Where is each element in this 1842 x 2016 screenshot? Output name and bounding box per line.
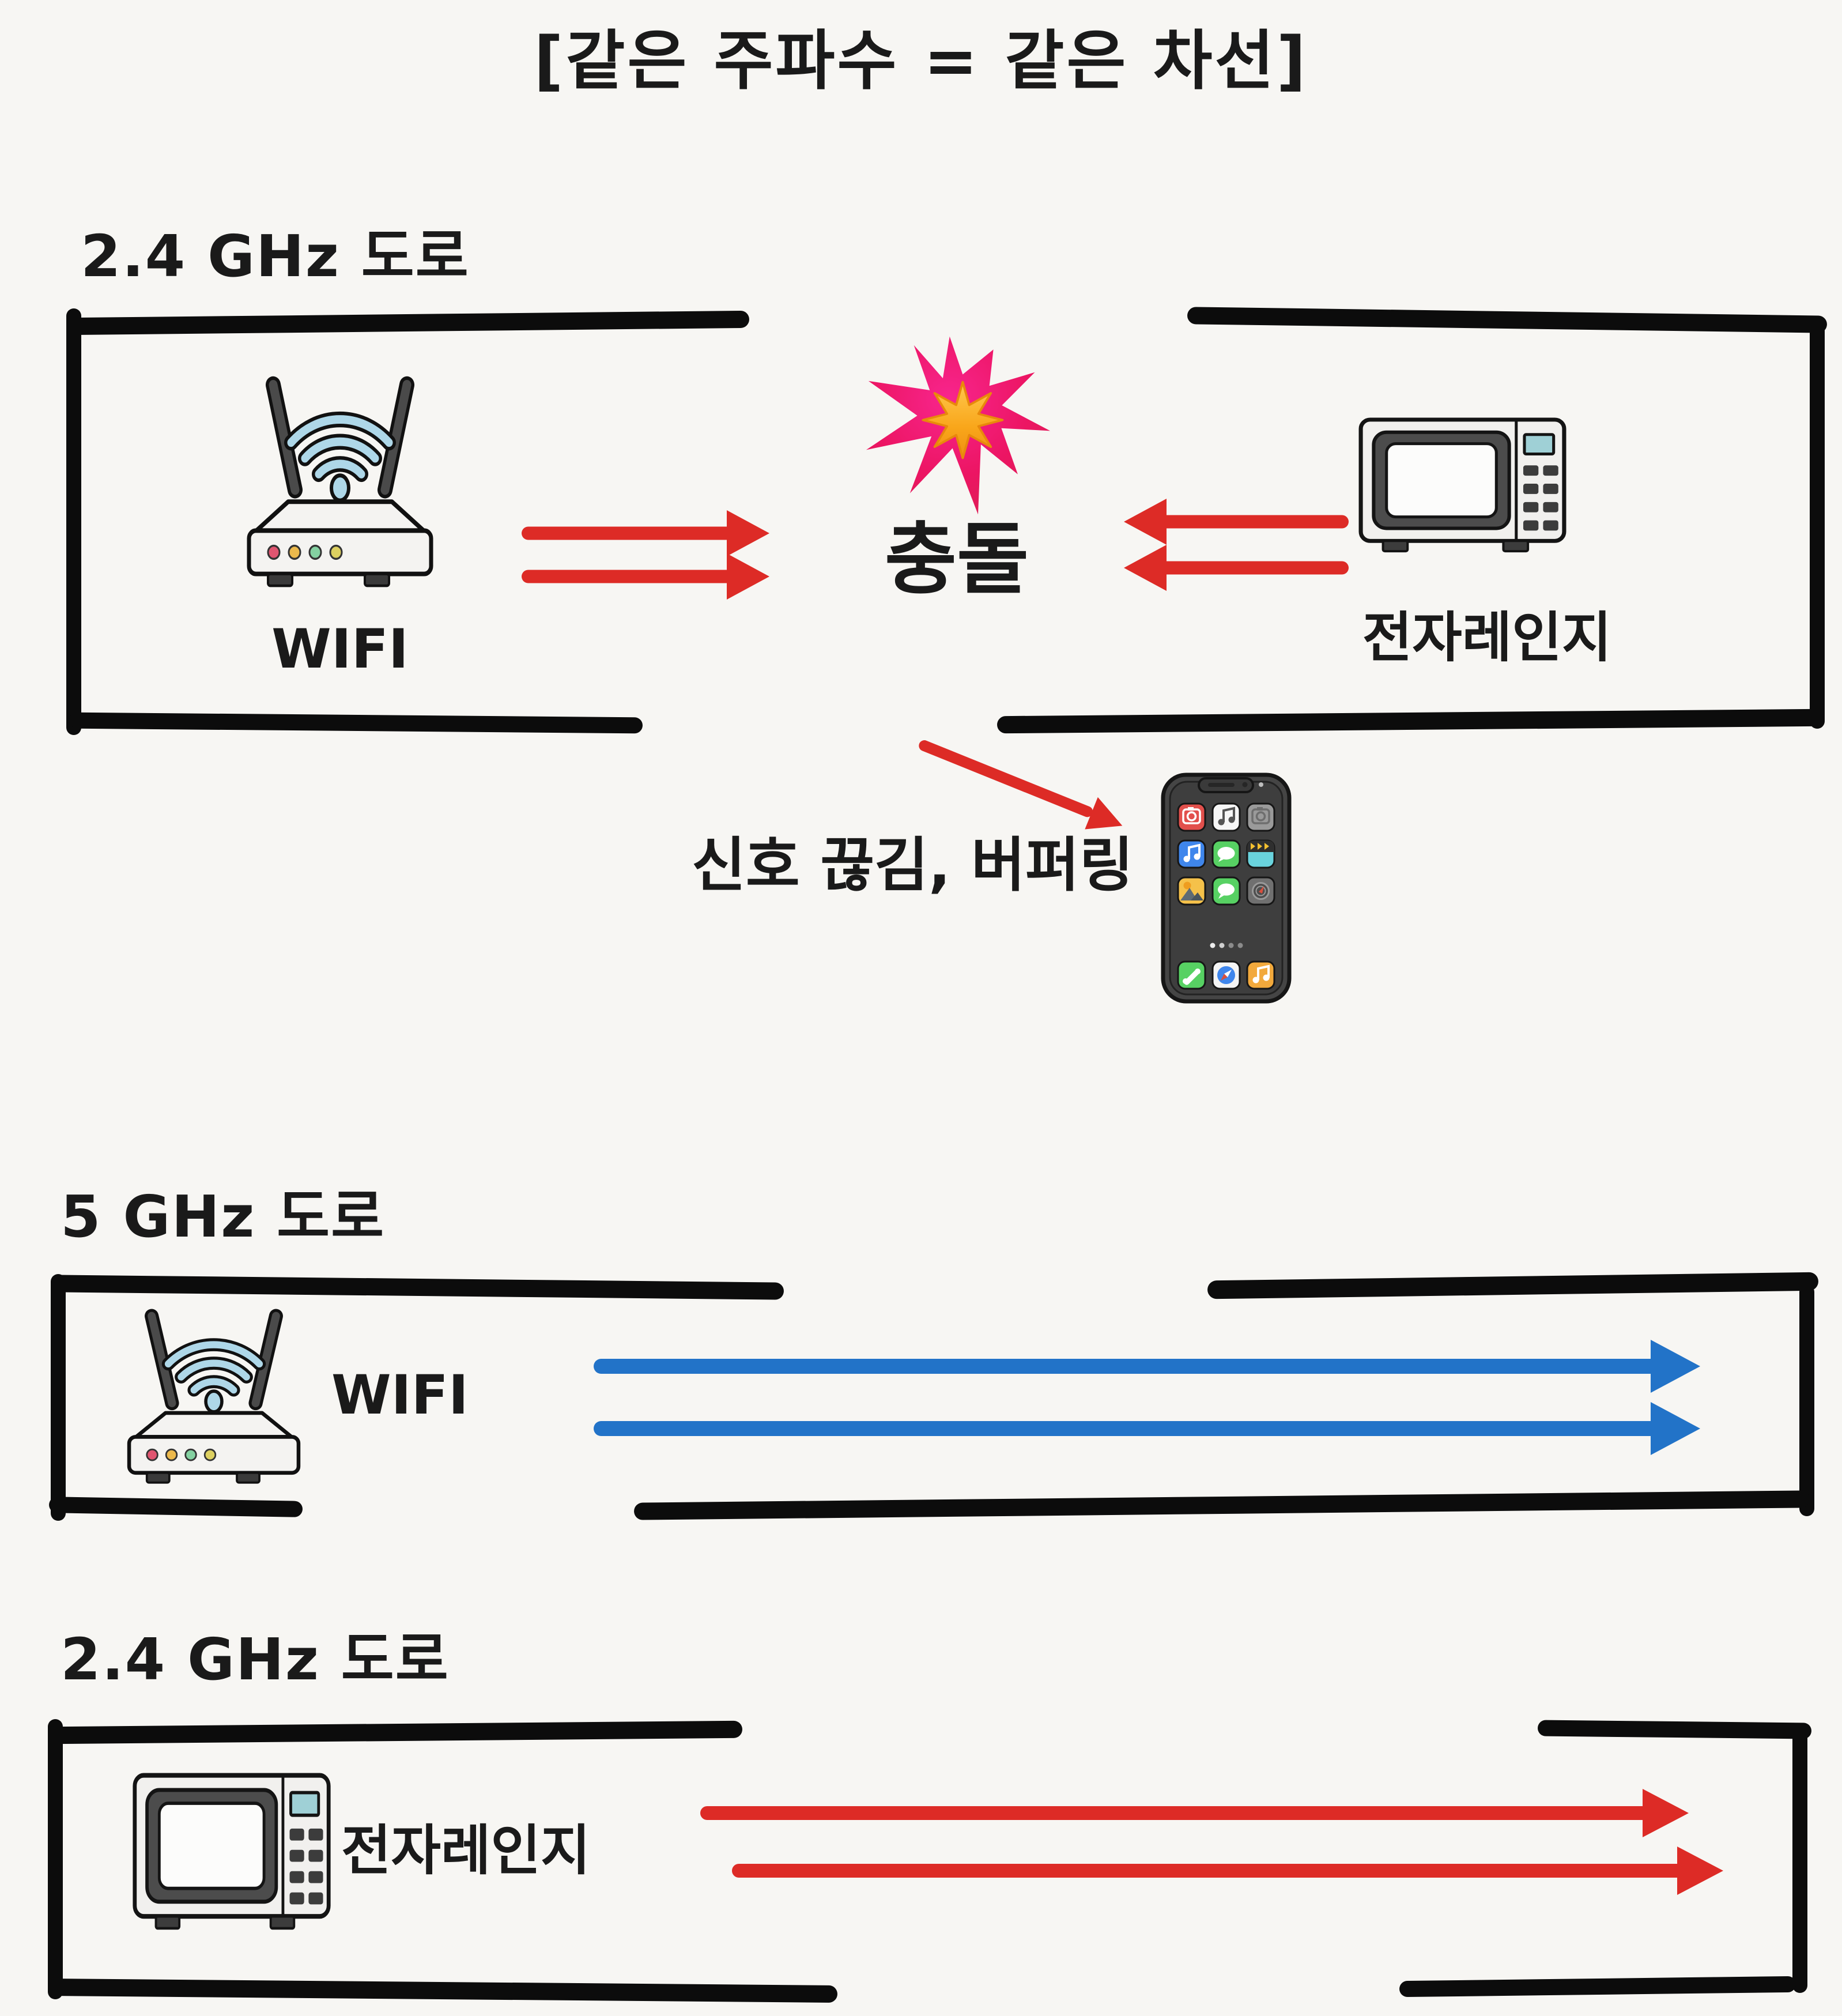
wifi-signal-arrow-1 <box>522 510 769 556</box>
microwave-signal-arrow-2 <box>1124 545 1349 591</box>
wifi-5ghz-arrow-1 <box>594 1340 1700 1393</box>
music-orange-app-icon <box>1246 960 1275 990</box>
road-border-left <box>48 1719 63 1999</box>
section-label-24ghz-top: 2.4 GHz 도로 <box>81 223 470 290</box>
microwave-signal-arrow-1 <box>1124 499 1349 545</box>
road-border-right <box>1792 1727 1807 1993</box>
camera2-app-icon <box>1246 802 1275 832</box>
road-border-bottom-right <box>1399 1976 1796 1998</box>
road-border-top-left <box>66 310 750 336</box>
section-label-24ghz-bottom: 2.4 GHz 도로 <box>61 1626 450 1693</box>
result-label: 신호 끊김, 버퍼링 <box>692 831 1134 900</box>
section-label-5ghz: 5 GHz 도로 <box>61 1183 386 1250</box>
music-blue-app-icon <box>1177 839 1206 869</box>
wifi-label-5ghz: WIFI <box>331 1364 469 1427</box>
road-border-top-right <box>1207 1272 1819 1299</box>
wifi-label-top: WIFI <box>271 618 409 681</box>
road-border-left <box>66 308 81 735</box>
microwave-24ghz-arrow-2 <box>732 1847 1723 1895</box>
safari-app-icon <box>1211 960 1241 990</box>
phone-app-icon <box>1177 960 1206 990</box>
road-border-right <box>1799 1284 1814 1516</box>
compass-app-icon <box>1246 876 1275 906</box>
wifi-router-icon <box>225 359 455 595</box>
microwave-icon-bottom <box>131 1769 332 1942</box>
road-border-right <box>1810 322 1825 729</box>
music-app-icon <box>1211 802 1241 832</box>
microwave-icon <box>1357 414 1568 563</box>
videos-app-icon <box>1246 839 1275 869</box>
page-dot <box>1237 943 1243 948</box>
microwave-label-bottom: 전자레인지 <box>341 1819 591 1882</box>
messages-app-icon <box>1211 876 1241 906</box>
microwave-24ghz-arrow-1 <box>700 1789 1689 1837</box>
road-border-top-left <box>47 1720 743 1744</box>
page-dot <box>1219 943 1225 948</box>
road-border-bottom-left <box>48 1497 303 1517</box>
collision-explosion-icon <box>862 333 1055 518</box>
page-title: [같은 주파수 = 같은 차선] <box>534 24 1308 99</box>
collision-result-arrow <box>911 722 1131 847</box>
wifi-5ghz-arrow-2 <box>594 1402 1700 1455</box>
road-border-top-right <box>1537 1720 1812 1739</box>
road-border-bottom-right <box>633 1490 1810 1520</box>
chat-app-icon <box>1211 839 1241 869</box>
photos-app-icon <box>1177 876 1206 906</box>
collision-label: 충돌 <box>884 514 1029 605</box>
road-border-left <box>51 1274 66 1521</box>
camera-app-icon <box>1177 802 1206 832</box>
smartphone-icon <box>1158 771 1294 1005</box>
page-dot <box>1210 943 1216 948</box>
road-border-bottom-left <box>47 1979 838 2003</box>
microwave-label-top: 전자레인지 <box>1362 606 1612 669</box>
wifi-signal-arrow-2 <box>522 553 769 600</box>
page-dot <box>1228 943 1234 948</box>
wifi-router-icon-5ghz <box>107 1294 321 1490</box>
road-border-bottom-left <box>69 712 643 734</box>
road-border-top-right <box>1187 307 1828 333</box>
road-border-bottom-right <box>997 709 1822 734</box>
